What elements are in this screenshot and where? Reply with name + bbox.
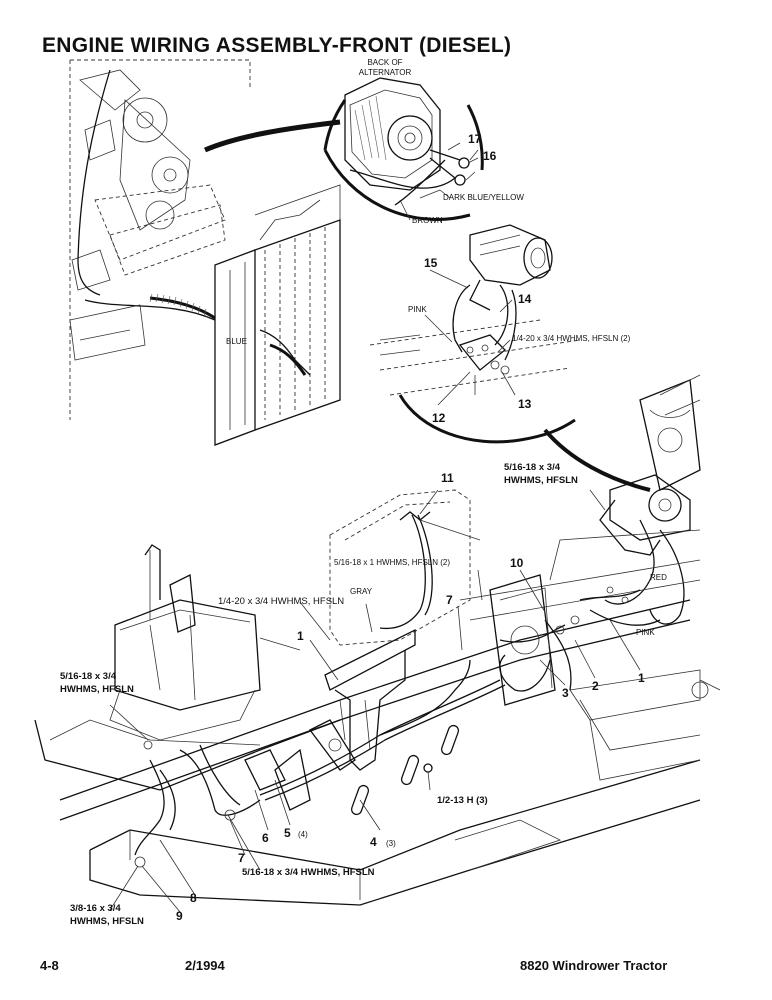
leader-lines <box>109 142 641 913</box>
engine-right <box>599 374 701 625</box>
bolt-label-5-16-x1: 5/16-18 x 1 HWHMS, HFSLN (2) <box>334 558 450 567</box>
page-date: 2/1994 <box>185 958 225 973</box>
bolt-label-3-8-16-2: HWHMS, HFSLN <box>70 916 144 927</box>
callout-labels: BACK OF ALTERNATOR 17 16 DARK BLUE/YELLO… <box>60 58 667 927</box>
bolt-label-1-2-13: 1/2-13 H (3) <box>437 795 488 806</box>
frame <box>34 529 721 906</box>
pink-label-top: PINK <box>408 305 427 314</box>
relay-detail <box>369 224 651 492</box>
back-of-alternator-label: BACK OF <box>367 58 402 67</box>
callout-5-qty: (4) <box>298 830 308 839</box>
battery-box <box>329 489 481 646</box>
callout-14: 14 <box>518 292 532 306</box>
callout-13: 13 <box>518 397 532 411</box>
callout-15: 15 <box>424 256 438 270</box>
model-name: 8820 Windrower Tractor <box>520 958 668 973</box>
bolt-label-1-4-20-x2: 1/4-20 x 3/4 HWHMS, HFSLN (2) <box>512 334 631 343</box>
dark-blue-yellow-label: DARK BLUE/YELLOW <box>443 193 524 202</box>
brown-label: BROWN <box>412 216 443 225</box>
callout-4: 4 <box>370 835 377 849</box>
callout-11: 11 <box>441 471 454 485</box>
callout-1-right: 1 <box>638 671 645 685</box>
callout-6: 6 <box>262 831 269 845</box>
bolt-label-5-16-left-2: HWHMS, HFSLN <box>60 684 134 695</box>
callout-3: 3 <box>562 686 569 700</box>
bolt-label-5-16-left: 5/16-18 x 3/4 <box>60 671 117 682</box>
red-label: RED <box>650 573 667 582</box>
bolt-label-3-8-16: 3/8-16 x 3/4 <box>70 903 121 914</box>
callout-1-left: 1 <box>297 629 304 643</box>
radiator <box>214 184 341 446</box>
callout-7-top: 7 <box>446 593 453 607</box>
callout-2: 2 <box>592 679 599 693</box>
pink-label-bottom: PINK <box>636 628 655 637</box>
callout-7-bottom: 7 <box>238 851 245 865</box>
callout-16: 16 <box>483 149 497 163</box>
callout-9: 9 <box>176 909 183 923</box>
callout-5: 5 <box>284 826 291 840</box>
callout-8: 8 <box>190 891 197 905</box>
page-title: ENGINE WIRING ASSEMBLY-FRONT (DIESEL) <box>42 34 512 57</box>
back-of-alternator-label-2: ALTERNATOR <box>359 68 412 77</box>
page-number: 4-8 <box>40 958 59 973</box>
callout-10: 10 <box>510 556 524 570</box>
bolt-label-5-16-bottom: 5/16-18 x 3/4 HWHMS, HFSLN <box>242 867 375 878</box>
callout-17: 17 <box>468 132 482 146</box>
bolt-label-1-4-20-left: 1/4-20 x 3/4 HWHMS, HFSLN <box>218 596 344 607</box>
blue-label: BLUE <box>226 337 247 346</box>
engine-top-left <box>69 59 251 420</box>
callout-12: 12 <box>432 411 446 425</box>
console <box>49 544 261 746</box>
bolt-label-5-16-right-2: HWHMS, HFSLN <box>504 475 578 486</box>
gray-label: GRAY <box>350 587 373 596</box>
alternator-detail <box>204 77 484 221</box>
callout-4-qty: (3) <box>386 839 396 848</box>
bolt-label-5-16-right: 5/16-18 x 3/4 <box>504 462 561 473</box>
bracket-harness <box>134 586 661 868</box>
